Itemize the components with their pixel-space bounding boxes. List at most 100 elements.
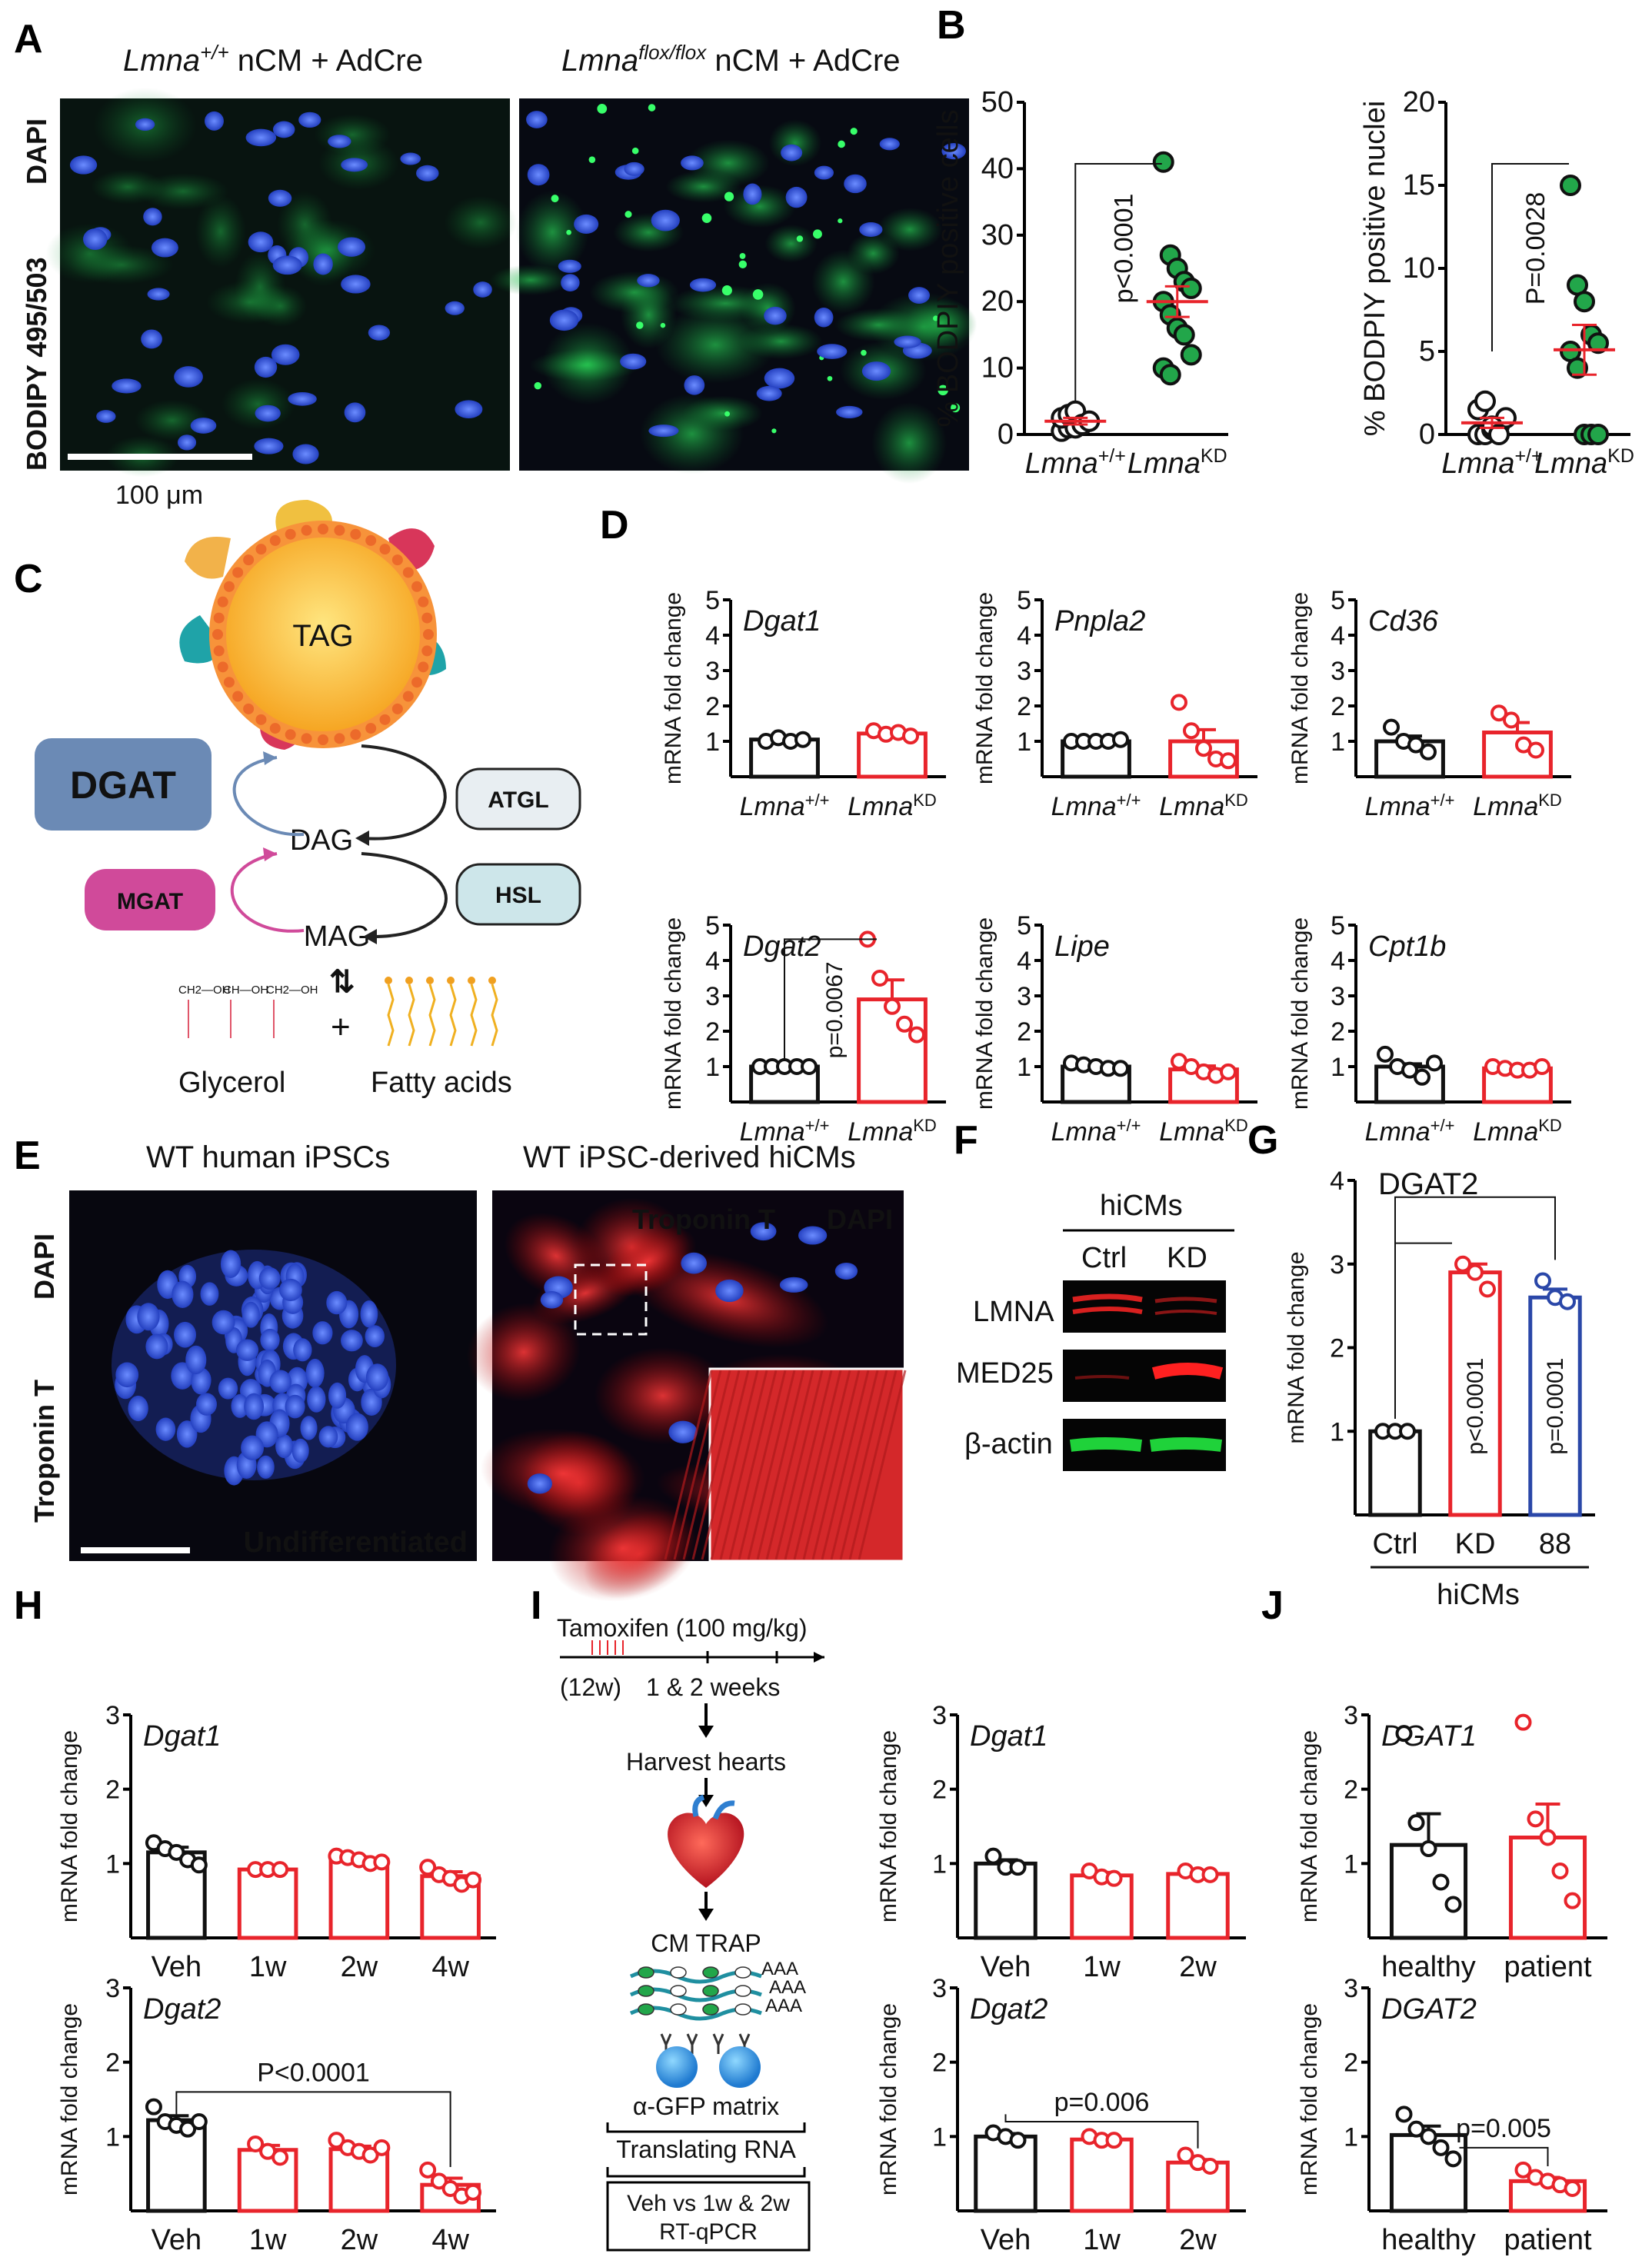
sarcomere-striation (756, 1370, 805, 1560)
gene-title: Dgat1 (143, 1720, 221, 1753)
category-label: Veh (981, 2224, 1031, 2256)
data-point (984, 1847, 1002, 1865)
phospholipid-head (285, 528, 296, 540)
y-tick-label: 2 (1331, 1017, 1345, 1047)
category-label: 4w (431, 2224, 469, 2256)
atgl-label: ATGL (488, 787, 548, 813)
phospholipid-head (365, 723, 377, 734)
tamoxifen-label: Tamoxifen (100 mg/kg) (557, 1614, 807, 1642)
phospholipid-head (223, 581, 235, 592)
category-label: LmnaKD (1534, 445, 1634, 480)
nucleus (637, 274, 660, 288)
panel-e-side-dapi: DAPI (28, 1233, 60, 1300)
nucleus (268, 189, 292, 207)
nucleus (244, 1393, 265, 1420)
y-tick-label: 5 (705, 586, 720, 615)
y-tick-label: 1 (705, 727, 720, 757)
sarcomere-striation (858, 1370, 907, 1560)
panel-label-g: G (1247, 1118, 1278, 1163)
data-point (1407, 2120, 1425, 2138)
cardiomyocyte (480, 1428, 646, 1520)
legend-troponin: Troponin T (632, 1203, 775, 1235)
tamoxifen-injections (591, 1640, 624, 1655)
scale-bar-label: 100 μm (115, 481, 203, 510)
nucleus (248, 231, 274, 253)
matrix-label: α-GFP matrix (633, 2092, 779, 2120)
y-axis-label: mRNA fold change (57, 1730, 82, 1922)
significance-bracket (1394, 1196, 1556, 1419)
dag-label: DAG (290, 824, 353, 857)
panel-label-e: E (14, 1133, 41, 1178)
data-point (247, 2135, 265, 2152)
nucleus (200, 1282, 219, 1306)
gene-title: Dgat1 (743, 605, 821, 637)
nucleus (112, 378, 142, 394)
phospholipid-head (243, 703, 255, 714)
fatty-acid-tail (470, 984, 478, 1047)
y-axis-label: mRNA fold change (661, 917, 686, 1110)
translating-ribosomes-icon (629, 1966, 762, 2054)
nucleus (798, 1226, 828, 1245)
nucleus (764, 306, 787, 325)
ribosome (734, 1966, 751, 1979)
nucleus (96, 410, 116, 423)
ribosome (638, 1966, 654, 1979)
nucleus (836, 405, 863, 418)
lipid-droplet-dot (631, 147, 639, 155)
lipid-droplet-dot (724, 191, 734, 201)
data-point (884, 997, 901, 1015)
y-axis-label: mRNA fold change (1287, 917, 1313, 1110)
phospholipid-head (391, 554, 403, 566)
glycerol-structure: CH2—OH CH—OH CH2—OH (178, 984, 318, 1038)
data-point (1467, 1263, 1484, 1281)
category-label: Veh (981, 1951, 1031, 1983)
phospholipid-head (379, 544, 391, 555)
y-tick-label: 1 (705, 1053, 720, 1082)
data-point (1488, 424, 1510, 445)
data-point (1112, 731, 1129, 748)
data-point (271, 2149, 289, 2166)
bar (974, 2134, 1037, 2213)
nucleus (204, 111, 224, 131)
y-tick-label: 20 (1403, 86, 1435, 118)
plus-sign: + (331, 1008, 351, 1046)
data-point (1180, 344, 1202, 366)
phospholipid-head (285, 729, 296, 741)
nucleus (137, 1303, 160, 1331)
y-tick-label: 40 (981, 152, 1014, 185)
bar (328, 1858, 390, 1940)
nucleus (172, 1280, 194, 1309)
category-label: patient (1504, 2224, 1592, 2256)
data-point (1171, 694, 1187, 711)
nucleus (272, 255, 302, 275)
mgat-label: MGAT (117, 889, 183, 914)
p-value-label: p=0.0067 (822, 961, 848, 1058)
phospholipid-head (232, 567, 244, 578)
y-axis-label: % BODPIY positive cells (932, 109, 964, 427)
nucleus (271, 344, 300, 365)
glycerol-label: Glycerol (178, 1067, 285, 1099)
data-point (190, 1856, 208, 1874)
data-point (1201, 1866, 1219, 1883)
svg-text:CH2—OH: CH2—OH (266, 984, 318, 997)
y-tick-label: 2 (1017, 692, 1031, 721)
nucleus (218, 1377, 238, 1400)
y-tick-label: 2 (1017, 1017, 1031, 1047)
nucleus (288, 391, 317, 406)
y-tick-label: 3 (932, 1701, 947, 1730)
nucleus (400, 152, 421, 165)
data-point (902, 727, 919, 745)
significance-bracket (784, 938, 877, 1060)
y-tick-label: 4 (1017, 947, 1031, 976)
category-label: Veh (152, 1951, 202, 1983)
sarcomere-striation (682, 1370, 731, 1560)
age-label: (12w) (560, 1673, 621, 1701)
nucleus (781, 144, 803, 161)
phospholipid-head (255, 544, 267, 555)
lipid-droplet-dot (850, 128, 858, 135)
bar (146, 2118, 207, 2213)
